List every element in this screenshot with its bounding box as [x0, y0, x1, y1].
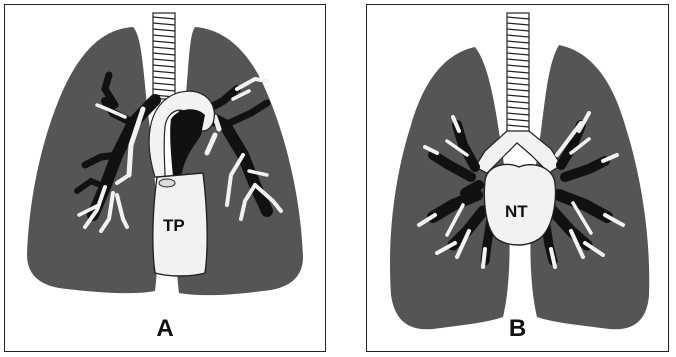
- panel-label-b: B: [367, 315, 668, 343]
- lung-diagram-a: TP: [5, 5, 327, 353]
- panel-b: NT B: [366, 4, 669, 352]
- panel-label-a: A: [5, 315, 325, 343]
- nt-label: NT: [505, 202, 528, 221]
- panel-a: TP A: [4, 4, 326, 352]
- trachea-b: [507, 13, 529, 133]
- trachea-a: [153, 13, 175, 99]
- tp-label: TP: [163, 216, 185, 235]
- lung-diagram-b: NT: [367, 5, 670, 353]
